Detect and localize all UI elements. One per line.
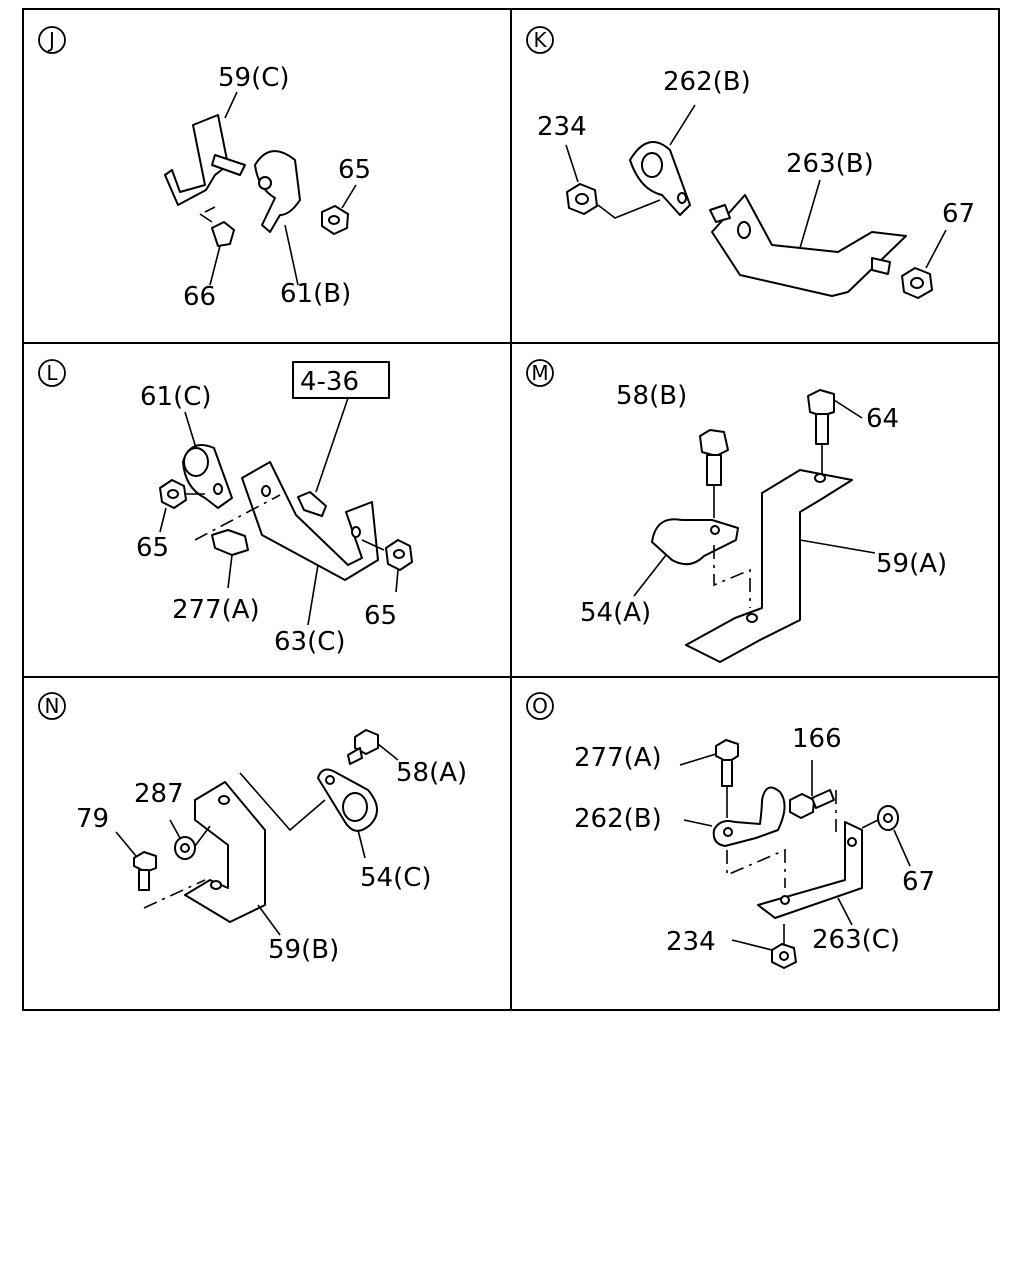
panel-k-marker: K <box>526 26 554 54</box>
clip-54a <box>633 518 739 597</box>
stud-k <box>709 204 891 275</box>
svg-text:M: M <box>531 361 548 385</box>
grid-frame <box>22 8 1000 1011</box>
nut-67-k <box>901 229 947 299</box>
label-65-left: 65 <box>136 533 169 563</box>
bolt-79 <box>115 831 157 891</box>
label-234: 234 <box>537 112 587 142</box>
nut-65-j <box>321 184 357 235</box>
bracket-263c <box>757 821 863 926</box>
bracket-59c <box>164 91 238 206</box>
panel-n-marker: N <box>38 692 66 720</box>
label-54a: 54(A) <box>580 598 651 628</box>
label-65: 65 <box>338 155 371 185</box>
bracket-263b <box>711 179 907 297</box>
bolt-166 <box>789 760 835 819</box>
svg-text:L: L <box>46 361 58 385</box>
label-64: 64 <box>866 404 899 434</box>
nut-234-o <box>731 939 797 969</box>
label-61c: 61(C) <box>140 382 212 412</box>
panel-n: N <box>38 692 467 965</box>
label-67: 67 <box>902 867 935 897</box>
reference-box: 4-36 <box>292 361 390 493</box>
label-262b: 262(B) <box>574 804 662 834</box>
label-59a: 59(A) <box>876 549 947 579</box>
panel-l-marker: L <box>38 359 66 387</box>
panel-j: J 59(C) 65 66 61(B) <box>38 26 371 312</box>
svg-text:J: J <box>47 28 55 52</box>
clip-61c <box>182 411 233 509</box>
bolt-277a-o <box>679 739 739 818</box>
label-58a: 58(A) <box>396 758 467 788</box>
nut-65-l-right <box>385 539 413 593</box>
panel-j-marker: J <box>38 26 66 54</box>
label-263c: 263(C) <box>812 925 900 955</box>
panel-m-marker: M <box>526 359 554 387</box>
panel-l: L 4-36 <box>38 359 413 657</box>
label-63c: 63(C) <box>274 627 346 657</box>
label-277a: 277(A) <box>574 743 662 773</box>
nut-65-l-left <box>159 479 187 533</box>
label-61b: 61(B) <box>280 279 351 309</box>
label-277a: 277(A) <box>172 595 260 625</box>
nut-67-o <box>877 805 911 867</box>
label-59b: 59(B) <box>268 935 339 965</box>
bolt-58b <box>699 429 729 518</box>
bolt-66 <box>209 221 235 286</box>
bracket-59a <box>685 469 876 663</box>
panel-m: M 58(B) 64 59(A) <box>526 359 947 663</box>
label-263b: 263(B) <box>786 149 874 179</box>
panel-o: O <box>526 692 935 969</box>
stud-j <box>211 154 246 176</box>
label-59c: 59(C) <box>218 63 290 93</box>
clip-262b-k <box>629 104 696 216</box>
label-262b: 262(B) <box>663 67 751 97</box>
svg-text:N: N <box>45 694 60 718</box>
bolt-58a <box>347 729 399 765</box>
bolt-l <box>297 491 327 517</box>
nut-234-k <box>565 144 598 215</box>
label-66: 66 <box>183 282 216 312</box>
label-79: 79 <box>76 804 109 834</box>
panel-k: K 262( <box>526 26 975 299</box>
label-65-right: 65 <box>364 601 397 631</box>
clip-61b <box>254 150 301 286</box>
bolt-277a-l <box>211 529 249 589</box>
label-166: 166 <box>792 724 842 754</box>
clip-54c <box>317 768 378 859</box>
svg-text:O: O <box>532 694 548 718</box>
bracket-63c <box>241 461 379 626</box>
clip-262b-o <box>683 786 786 847</box>
bracket-59b <box>184 781 281 936</box>
label-234: 234 <box>666 927 716 957</box>
svg-text:K: K <box>533 28 547 52</box>
label-67: 67 <box>942 199 975 229</box>
label-54c: 54(C) <box>360 863 432 893</box>
label-ref-4-36: 4-36 <box>300 367 359 397</box>
washer-287 <box>169 819 196 860</box>
bolt-64 <box>807 389 863 478</box>
panel-o-marker: O <box>526 692 554 720</box>
label-58b: 58(B) <box>616 381 687 411</box>
label-287: 287 <box>134 779 184 809</box>
